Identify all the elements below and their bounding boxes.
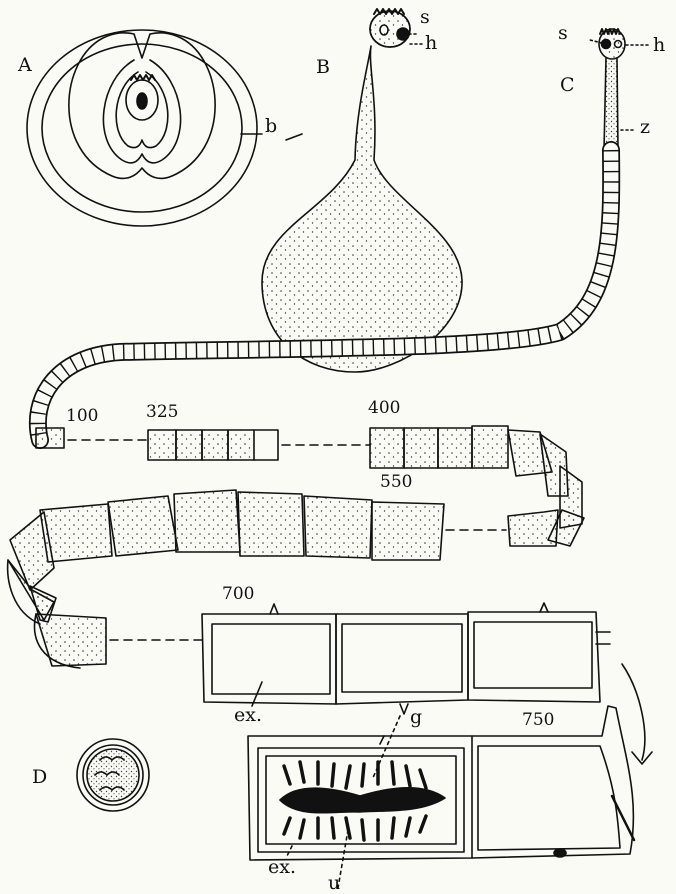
segment-number-100: 100 bbox=[66, 408, 98, 425]
arrow-curve bbox=[622, 664, 645, 760]
panel-label-a: A bbox=[18, 56, 32, 75]
label-hooks-c: h bbox=[653, 36, 665, 55]
label-uterus: u bbox=[328, 874, 340, 893]
gravid-proglottids bbox=[248, 706, 634, 860]
label-genital-pore: g bbox=[410, 708, 422, 727]
label-neck-zone: z bbox=[640, 118, 650, 137]
segment-number-550: 550 bbox=[380, 474, 412, 491]
panel-b-cysticercus bbox=[262, 9, 462, 372]
segments-row-2 bbox=[8, 490, 506, 624]
segments-row-3 bbox=[35, 603, 652, 764]
label-sucker-b: s bbox=[420, 8, 430, 27]
segment-number-750: 750 bbox=[522, 712, 554, 729]
segment-number-400: 400 bbox=[368, 400, 400, 417]
label-sucker-c: s bbox=[558, 24, 568, 43]
panel-d-egg bbox=[77, 739, 149, 811]
label-hooks-b: h bbox=[425, 34, 437, 53]
label-excretory-canal-lower: ex. bbox=[268, 858, 296, 877]
panel-label-b: B bbox=[316, 58, 330, 77]
label-excretory-canal-upper: ex. bbox=[234, 706, 262, 725]
leader-line-b-b bbox=[286, 134, 302, 140]
panel-a-cysticercus bbox=[27, 30, 257, 226]
label-bladder: b bbox=[265, 117, 277, 136]
uterus-branches bbox=[280, 788, 445, 813]
panel-label-c: C bbox=[560, 76, 575, 95]
mature-proglottids bbox=[202, 603, 610, 714]
panel-label-d: D bbox=[32, 768, 47, 787]
segment-number-325: 325 bbox=[146, 404, 178, 421]
segment-number-700: 700 bbox=[222, 586, 254, 603]
